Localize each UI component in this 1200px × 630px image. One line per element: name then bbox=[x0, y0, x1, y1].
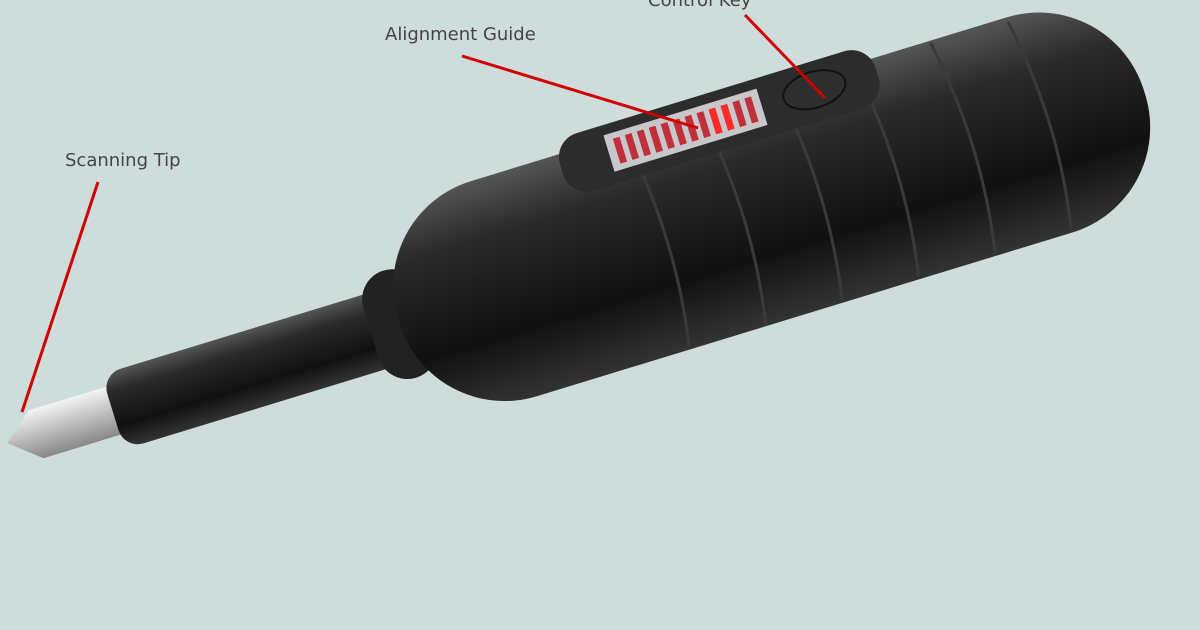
control-key-label: Control Key bbox=[648, 0, 752, 11]
scanning-tip-label: Scanning Tip bbox=[65, 150, 181, 171]
indicator-bar bbox=[636, 129, 652, 157]
control-key-button bbox=[782, 69, 847, 111]
indicator-bar bbox=[732, 100, 747, 128]
alignment-guide-label: Alignment Guide bbox=[385, 24, 536, 45]
control-key-leader bbox=[743, 13, 827, 100]
indicator-bar bbox=[684, 114, 699, 142]
indicator-bar bbox=[708, 107, 723, 135]
leader-lines bbox=[20, 13, 827, 413]
indicator-bar bbox=[672, 118, 687, 146]
indicator-bar bbox=[660, 122, 675, 149]
scanning-tip-leader bbox=[20, 181, 100, 413]
shaft bbox=[106, 291, 407, 445]
indicator-bar bbox=[648, 125, 663, 153]
indicator-bar bbox=[696, 111, 711, 139]
indicator-bar bbox=[720, 103, 735, 131]
scanning-tip bbox=[7, 384, 130, 459]
indicator-bar bbox=[624, 133, 640, 160]
indicator-bar bbox=[612, 136, 628, 164]
indicator-bar bbox=[744, 96, 759, 124]
alignment-guide-leader bbox=[461, 54, 699, 130]
